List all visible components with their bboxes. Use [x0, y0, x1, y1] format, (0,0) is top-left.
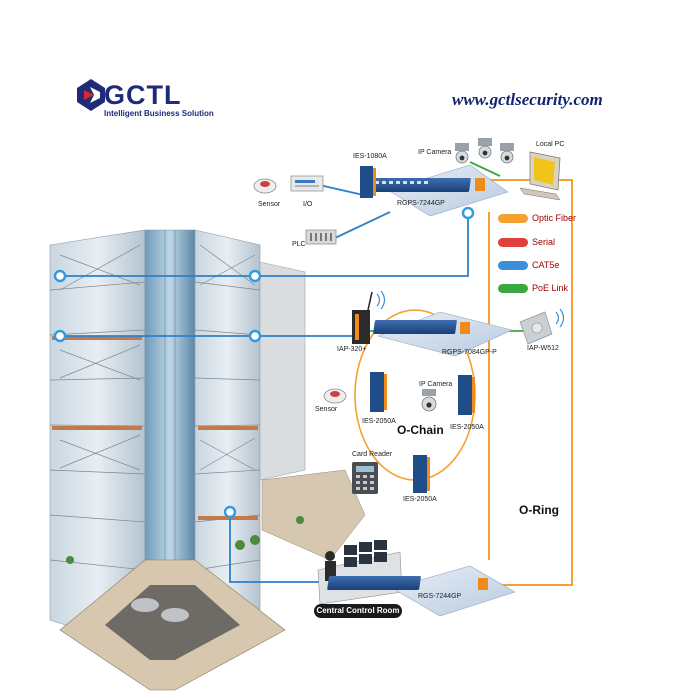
ip-camera-mid-icon[interactable]: [421, 389, 437, 412]
label-ies-2050a-left: IES-2050A: [362, 418, 396, 425]
label-rgps-7084gp-p: RGPS-7084GP-P: [442, 349, 497, 356]
sensor-top-icon[interactable]: [253, 178, 277, 194]
brand-tagline: Intelligent Business Solution: [104, 109, 214, 118]
label-iap-w512: IAP-W512: [527, 345, 559, 352]
iap-320-access-point[interactable]: [352, 290, 386, 344]
label-ies-1080a: IES-1080A: [353, 153, 387, 160]
ip-camera-top-icons[interactable]: [455, 138, 514, 164]
label-io: I/O: [303, 201, 313, 208]
legend-swatch-poe-link: [498, 284, 528, 293]
legend-label-optic-fiber: Optic Fiber: [532, 213, 577, 223]
gctl-logo-icon: [77, 79, 105, 111]
label-card-reader: Card Reader: [352, 451, 393, 458]
iap-w512-access-point[interactable]: [519, 308, 565, 345]
label-ip-camera-mid: IP Camera: [419, 381, 453, 388]
label-rgps-7244gp: RGPS-7244GP: [397, 200, 445, 207]
label-iap-320: IAP-320+: [337, 346, 367, 353]
ies-2050a-right-switch[interactable]: [458, 375, 475, 415]
legend-label-serial: Serial: [532, 237, 556, 247]
sensor-mid-icon[interactable]: [323, 388, 347, 404]
plc-icon[interactable]: [305, 229, 337, 245]
label-ies-2050a-bottom: IES-2050A: [403, 496, 437, 503]
label-sensor-mid: Sensor: [315, 406, 338, 413]
io-module-icon[interactable]: [290, 175, 324, 192]
rgps-7084gp-p-switch[interactable]: [373, 311, 513, 357]
card-reader-icon[interactable]: [352, 462, 378, 494]
label-central-control-room: Central Control Room: [314, 604, 402, 618]
label-ies-2050a-right: IES-2050A: [450, 424, 484, 431]
local-pc-icon[interactable]: [519, 151, 561, 201]
label-ip-camera-top: IP Camera: [418, 149, 452, 156]
brand-name: GCTL: [104, 80, 182, 110]
legend-swatch-optic-fiber: [498, 214, 528, 223]
legend-label-cat5e: CAT5e: [532, 260, 560, 270]
connection-nodes: [53, 206, 475, 519]
label-local-pc: Local PC: [536, 141, 565, 148]
website-url[interactable]: www.gctlsecurity.com: [452, 90, 603, 109]
label-plc: PLC: [292, 241, 306, 248]
legend-swatch-serial: [498, 238, 528, 247]
ies-2050a-bottom-switch[interactable]: [413, 455, 430, 493]
label-o-chain: O-Chain: [397, 423, 444, 437]
ies-1080a-switch[interactable]: [360, 166, 376, 198]
legend-label-poe-link: PoE Link: [532, 283, 569, 293]
label-o-ring: O-Ring: [519, 503, 559, 517]
ies-2050a-left-switch[interactable]: [370, 372, 387, 412]
building: [49, 229, 366, 691]
label-rgs-7244gp: RGS-7244GP: [418, 593, 462, 600]
rgps-7244gp-switch[interactable]: [369, 164, 509, 217]
label-sensor-top: Sensor: [258, 201, 281, 208]
rgs-7244gp-switch[interactable]: [327, 565, 516, 617]
cat5e-links: [60, 183, 469, 583]
legend-swatch-cat5e: [498, 261, 528, 270]
